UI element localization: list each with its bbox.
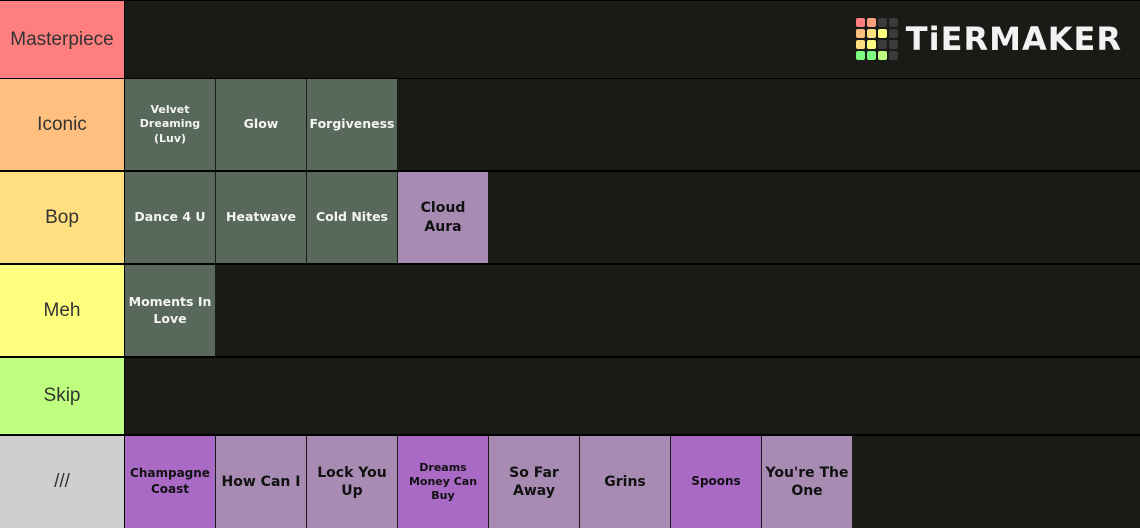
tier-item[interactable]: You're The One — [762, 436, 852, 528]
logo-grid-cell — [888, 51, 898, 60]
tier-items[interactable] — [125, 358, 1140, 434]
logo-grid-cell — [855, 40, 865, 49]
tier-item[interactable]: Lock You Up — [307, 436, 397, 528]
tier-label[interactable]: Bop — [0, 172, 125, 263]
tier-label[interactable]: Iconic — [0, 79, 125, 170]
logo-grid-cell — [855, 29, 865, 38]
logo-grid-cell — [888, 40, 898, 49]
tier-label[interactable]: Masterpiece — [0, 1, 125, 78]
tier-item[interactable]: Spoons — [671, 436, 761, 528]
tier-item[interactable]: Cloud Aura — [398, 172, 488, 263]
logo-grid-cell — [866, 18, 876, 27]
logo-grid-cell — [877, 51, 887, 60]
tier-item[interactable]: Champagne Coast — [125, 436, 215, 528]
logo-grid-cell — [877, 29, 887, 38]
tier-item[interactable]: Moments In Love — [125, 265, 215, 356]
tier-label[interactable]: Skip — [0, 358, 125, 434]
tier-item[interactable]: Heatwave — [216, 172, 306, 263]
tier-item[interactable]: Grins — [580, 436, 670, 528]
tier-item[interactable]: Velvet Dreaming (Luv) — [125, 79, 215, 170]
tier-item[interactable]: Cold Nites — [307, 172, 397, 263]
logo-grid-cell — [888, 29, 898, 38]
tier-row-meh: Meh Moments In Love — [0, 265, 1140, 356]
tier-item[interactable]: Glow — [216, 79, 306, 170]
tiermaker-logo[interactable]: TiERMAKER — [855, 18, 1122, 60]
logo-grid-cell — [866, 51, 876, 60]
logo-grid-cell — [877, 18, 887, 27]
logo-grid-cell — [855, 51, 865, 60]
tier-items[interactable]: Moments In Love — [125, 265, 1140, 356]
logo-grid-cell — [866, 40, 876, 49]
tier-label[interactable]: Meh — [0, 265, 125, 356]
tier-row-skip: Skip — [0, 358, 1140, 434]
logo-grid-cell — [877, 40, 887, 49]
tier-item[interactable]: So Far Away — [489, 436, 579, 528]
tier-item[interactable]: Forgiveness — [307, 79, 397, 170]
tier-item[interactable]: Dance 4 U — [125, 172, 215, 263]
tier-row-masterpiece: Masterpiece — [0, 1, 1140, 78]
logo-text: TiERMAKER — [905, 20, 1122, 58]
tier-item[interactable]: How Can I — [216, 436, 306, 528]
logo-grid-cell — [855, 18, 865, 27]
tier-label[interactable]: /// — [0, 436, 125, 528]
logo-grid-icon — [855, 18, 898, 60]
logo-grid-cell — [866, 29, 876, 38]
logo-grid-cell — [888, 18, 898, 27]
tier-item[interactable]: Dreams Money Can Buy — [398, 436, 488, 528]
